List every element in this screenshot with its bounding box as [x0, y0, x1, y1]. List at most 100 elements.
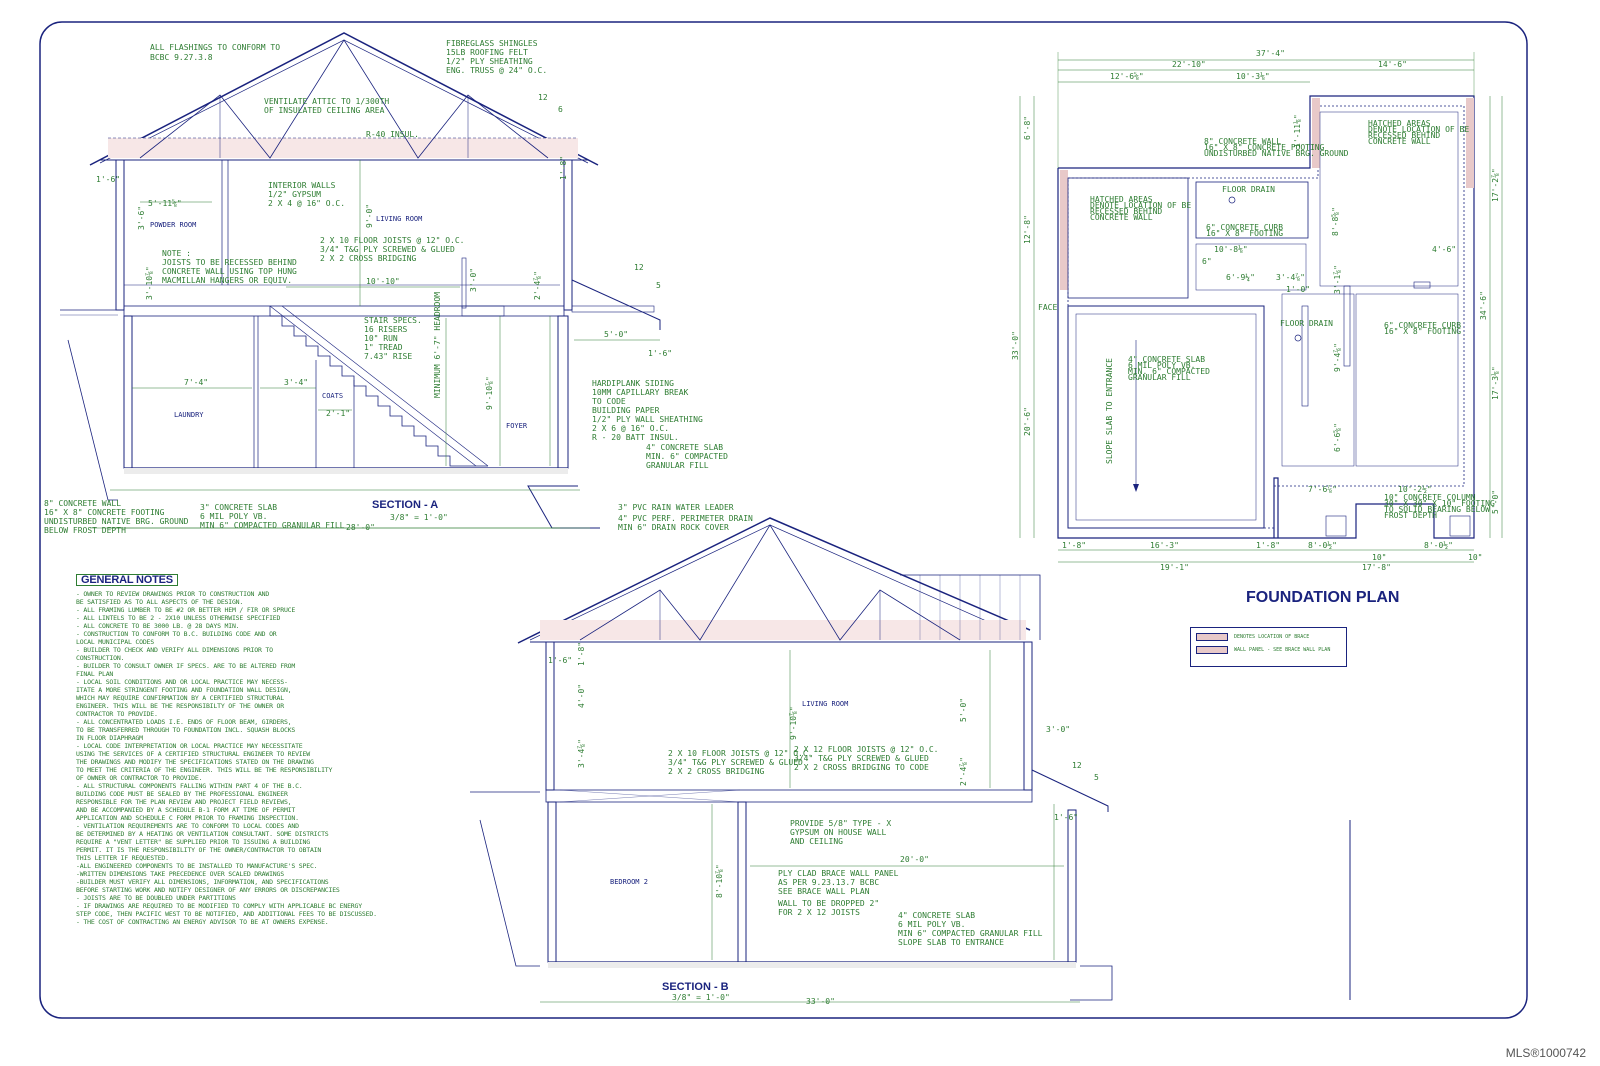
svg-text:1'-6": 1'-6" — [548, 656, 572, 665]
pitch-mark-3: 12 — [1072, 761, 1082, 770]
svg-text:CONCRETE WALL: CONCRETE WALL — [1090, 213, 1153, 222]
svg-text:19'-1": 19'-1" — [1160, 563, 1189, 572]
svg-text:1'-6": 1'-6" — [1054, 813, 1078, 822]
svg-text:3'-4": 3'-4" — [284, 378, 308, 387]
svg-text:17'-2⅞": 17'-2⅞" — [1491, 168, 1500, 202]
general-note-line: CONSTRUCTION. — [76, 654, 125, 662]
general-note-line: - BUILDER TO CHECK AND VERIFY ALL DIMENS… — [76, 646, 273, 654]
section-b: LIVING ROOM BEDROOM 2 2 X 10 FLOOR JOIST… — [470, 517, 1113, 1006]
fp-slab-note: 4" CONCRETE SLAB — [1128, 355, 1205, 364]
svg-text:16" X 8" FOOTING: 16" X 8" FOOTING — [1206, 229, 1283, 238]
svg-text:17'-8": 17'-8" — [1362, 563, 1391, 572]
svg-text:FROST DEPTH: FROST DEPTH — [1384, 511, 1437, 520]
general-notes-title: GENERAL NOTES — [76, 574, 178, 586]
floor-joists-b-left: 2 X 10 FLOOR JOISTS @ 12" O.C. — [668, 749, 813, 758]
svg-text:8'-8⅝": 8'-8⅝" — [1331, 207, 1340, 236]
svg-text:16" X 8" CONCRETE FOOTING: 16" X 8" CONCRETE FOOTING — [1204, 143, 1325, 152]
roof-note: FIBREGLASS SHINGLES — [446, 39, 538, 48]
svg-text:BUILDING PAPER: BUILDING PAPER — [592, 406, 660, 415]
general-note-line: USING THE SERVICES OF A CERTIFIED STRUCT… — [76, 750, 310, 758]
svg-text:6'-6⅝": 6'-6⅝" — [1333, 423, 1342, 452]
svg-text:17'-3⅛": 17'-3⅛" — [1491, 366, 1500, 400]
foundation-plan-title: FOUNDATION PLAN — [1246, 589, 1399, 606]
fp-curb-note-2: 6" CONCRETE CURB — [1384, 321, 1461, 330]
general-note-line: TO BE TRANSFERRED THROUGH TO FOUNDATION … — [76, 726, 296, 734]
svg-text:10MM CAPILLARY BREAK: 10MM CAPILLARY BREAK — [592, 388, 689, 397]
room-laundry: LAUNDRY — [174, 411, 204, 419]
svg-text:2 X 4 @ 16" O.C.: 2 X 4 @ 16" O.C. — [268, 199, 345, 208]
svg-text:16" X 8" FOOTING: 16" X 8" FOOTING — [1384, 327, 1461, 336]
svg-text:DENOTE LOCATION OF BE: DENOTE LOCATION OF BE — [1090, 201, 1191, 210]
interior-walls-note: INTERIOR WALLS — [268, 181, 336, 190]
svg-text:22'-10": 22'-10" — [1172, 60, 1206, 69]
svg-text:3/4" T&G PLY SCREWED & GLUED: 3/4" T&G PLY SCREWED & GLUED — [668, 758, 803, 767]
general-note-line: - IF DRAWINGS ARE REQUIRED TO BE MODIFIE… — [76, 902, 362, 910]
svg-text:1/2" PLY SHEATHING: 1/2" PLY SHEATHING — [446, 57, 533, 66]
svg-text:3'-0": 3'-0" — [469, 268, 478, 292]
svg-text:5'-0": 5'-0" — [1491, 490, 1500, 514]
general-note-line: AND BE ACCOMPANIED BY A SCHEDULE B-1 FOR… — [76, 806, 296, 814]
svg-text:16 RISERS: 16 RISERS — [364, 325, 408, 334]
headroom-note: MINIMUM 6'-7" HEADROOM — [433, 292, 442, 398]
svg-text:10": 10" — [1468, 553, 1482, 562]
legend-swatch — [1196, 633, 1228, 641]
drop-note: WALL TO BE DROPPED 2" — [778, 899, 879, 908]
svg-text:12'-8": 12'-8" — [1023, 215, 1032, 244]
svg-text:UNDISTURBED NATIVE BRG. GROUND: UNDISTURBED NATIVE BRG. GROUND — [1204, 149, 1349, 158]
general-note-line: FINAL PLAN — [76, 670, 114, 678]
svg-text:7.43" RISE: 7.43" RISE — [364, 352, 412, 361]
svg-text:2 X 2 CROSS BRIDGING TO CODE: 2 X 2 CROSS BRIDGING TO CODE — [794, 763, 929, 772]
svg-text:SLOPE SLAB TO ENTRANCE: SLOPE SLAB TO ENTRANCE — [898, 938, 1004, 947]
foundation-plan: 37'-4" 22'-10" 14'-6" 12'-6⅝" 10'-3⅛" 1'… — [1011, 49, 1503, 606]
floor-joists-b-right: 2 X 12 FLOOR JOISTS @ 12" O.C. — [794, 745, 939, 754]
general-note-line: - VENTILATION REQUIREMENTS ARE TO CONFOR… — [76, 822, 299, 830]
flashing-note: ALL FLASHINGS TO CONFORM TO — [150, 43, 280, 52]
rwl-note: 3" PVC RAIN WATER LEADER — [618, 503, 734, 512]
section-a: ALL FLASHINGS TO CONFORM TO BCBC 9.27.3.… — [44, 32, 753, 535]
svg-text:34'-6": 34'-6" — [1479, 291, 1488, 320]
slab-note-b: 4" CONCRETE SLAB — [898, 911, 975, 920]
svg-text:8'-0½": 8'-0½" — [1424, 540, 1453, 550]
svg-text:20'-6": 20'-6" — [1023, 407, 1032, 436]
general-note-line: - ALL FRAMING LUMBER TO BE #2 OR BETTER … — [76, 606, 296, 614]
svg-text:9'-0": 9'-0" — [365, 204, 374, 228]
svg-text:JOISTS TO BE RECESSED BEHIND: JOISTS TO BE RECESSED BEHIND — [162, 258, 297, 267]
svg-text:33'-0": 33'-0" — [1011, 331, 1020, 360]
svg-text:9'-10⅞": 9'-10⅞" — [485, 376, 494, 410]
svg-text:12'-6⅝": 12'-6⅝" — [1110, 72, 1144, 81]
svg-text:MIN 6" COMPACTED GRANULAR FILL: MIN 6" COMPACTED GRANULAR FILL — [898, 929, 1043, 938]
svg-text:BELOW FROST DEPTH: BELOW FROST DEPTH — [44, 526, 126, 535]
fp-column-note: 10" CONCRETE COLUMN — [1384, 493, 1476, 502]
section-b-scale: 3/8" = 1'-0" — [672, 993, 730, 1002]
svg-text:2 X 6 @ 16" O.C.: 2 X 6 @ 16" O.C. — [592, 424, 669, 433]
svg-text:2 X 2 CROSS BRIDGING: 2 X 2 CROSS BRIDGING — [320, 254, 417, 263]
svg-text:3'-0": 3'-0" — [1046, 725, 1070, 734]
general-note-line: APPLICATION AND SCHEDULE C FORM PRIOR TO… — [76, 814, 299, 822]
svg-text:10'-10": 10'-10" — [366, 277, 400, 286]
svg-text:MIN. 6" COMPACTED: MIN. 6" COMPACTED — [1128, 367, 1210, 376]
svg-text:4'-6": 4'-6" — [1432, 245, 1456, 254]
svg-text:5'-11⅝": 5'-11⅝" — [148, 199, 182, 208]
svg-text:6 MIL POLY VB.: 6 MIL POLY VB. — [200, 512, 267, 521]
svg-text:37'-4": 37'-4" — [1256, 49, 1285, 58]
svg-text:TO CODE: TO CODE — [592, 397, 626, 406]
section-b-title: SECTION - B — [662, 981, 729, 993]
general-note-line: THIS LETTER IF REQUESTED. — [76, 854, 169, 862]
legend-text-2: WALL PANEL - SEE BRACE WALL PLAN — [1234, 647, 1331, 653]
svg-text:1'-11⅛": 1'-11⅛" — [1293, 114, 1302, 148]
svg-text:5: 5 — [656, 281, 661, 290]
sheet-border — [39, 21, 1528, 1019]
svg-text:3'-4⅞": 3'-4⅞" — [1276, 273, 1305, 282]
svg-text:OF INSULATED CEILING AREA: OF INSULATED CEILING AREA — [264, 106, 385, 115]
section-a-title: SECTION - A — [372, 499, 438, 511]
svg-text:RECESSED BEHIND: RECESSED BEHIND — [1368, 131, 1440, 140]
legend-text-1: DENOTES LOCATION OF BRACE — [1234, 634, 1310, 640]
svg-text:MIN 6" DRAIN ROCK COVER: MIN 6" DRAIN ROCK COVER — [618, 523, 729, 532]
svg-text:1'-8": 1'-8" — [559, 156, 568, 180]
general-note-line: - JOISTS ARE TO BE DOUBLED UNDER PARTITI… — [76, 894, 236, 902]
svg-text:28'-0": 28'-0" — [346, 523, 375, 532]
attic-note: VENTILATE ATTIC TO 1/300TH — [264, 97, 389, 106]
room-bedroom-2: BEDROOM 2 — [610, 878, 648, 886]
svg-text:GRANULAR FILL: GRANULAR FILL — [1128, 373, 1191, 382]
